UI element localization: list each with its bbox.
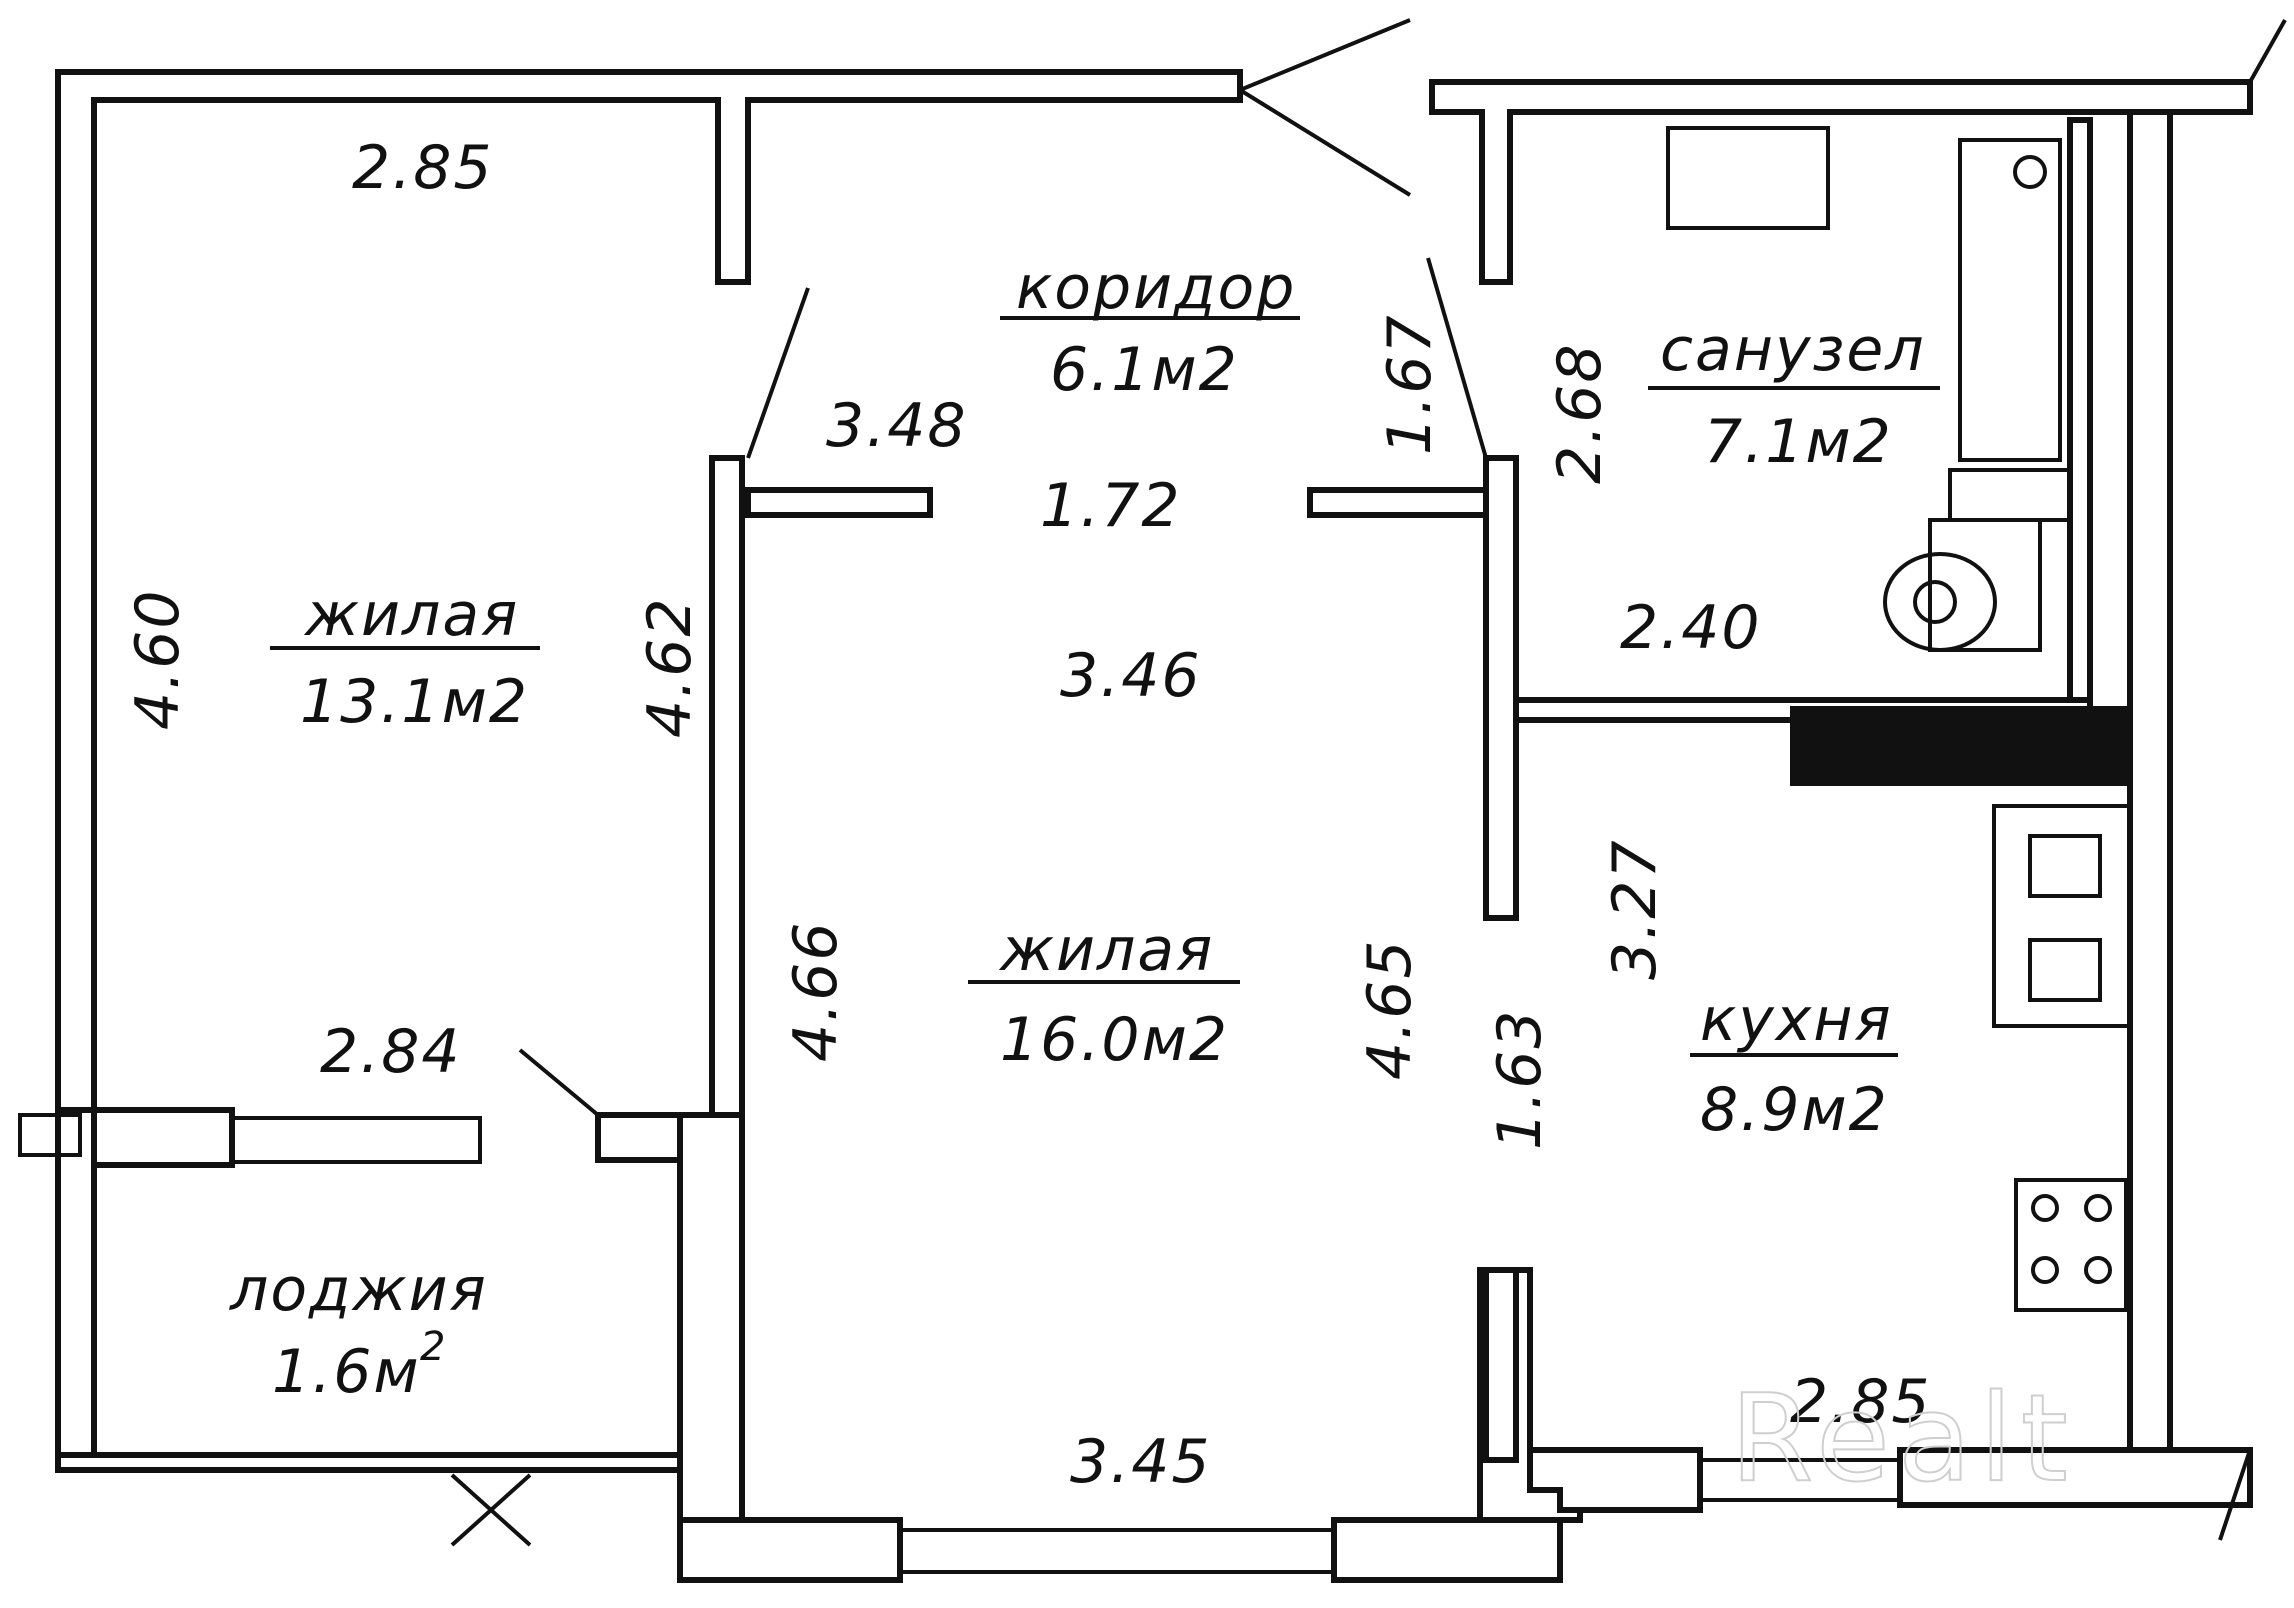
window-room1 [230, 1116, 482, 1164]
wall-partition-1-2 [709, 455, 745, 1163]
kitchen-balcony-line [2218, 1449, 2252, 1541]
wall-room2-bottom-right [1331, 1517, 1563, 1583]
kitchen-name: кухня [1700, 985, 1893, 1055]
loggia-door-swing [518, 1048, 600, 1117]
wall-corridor-stub-left [745, 487, 933, 518]
loggia-area: 1.6м [272, 1337, 421, 1407]
dimension-labels: 2.85 4.60 4.62 2.84 3.48 1.72 1.67 3.46 … [123, 133, 1932, 1497]
shaft [1948, 468, 2072, 522]
dim-room2-right: 4.65 [1355, 938, 1425, 1080]
entry-door-upper [1239, 18, 1411, 92]
dim-kitchen-left: 3.27 [1600, 838, 1670, 980]
loggia-mark [450, 1473, 532, 1547]
burner-icon [2084, 1194, 2112, 1222]
dim-room1-bottom: 2.84 [320, 1017, 462, 1087]
dim-corridor-348: 3.48 [826, 391, 968, 461]
wall-room1-bottom-left [91, 1107, 235, 1168]
dim-corridor-167: 1.67 [1375, 313, 1445, 455]
wall-right [2127, 97, 2173, 1453]
loggia-area-exponent: 2 [420, 1324, 447, 1370]
dim-room2-top: 3.46 [1060, 641, 1202, 711]
burner-icon [2031, 1256, 2059, 1284]
wall-left-lower [55, 1107, 97, 1473]
dim-bath-bottom: 2.40 [1620, 593, 1762, 663]
corridor-name: коридор [1016, 253, 1296, 323]
room1-area: 13.1м2 [300, 667, 529, 737]
burner-icon [2084, 1256, 2112, 1284]
toilet-seat-icon [1913, 580, 1957, 624]
x-mark-stroke [450, 1473, 532, 1547]
balcony-railing-line [2248, 19, 2287, 83]
dim-room1-right: 4.62 [635, 596, 705, 738]
bath-door-swing [1426, 257, 1488, 459]
wall-room2-left-lower [677, 1112, 745, 1543]
walls [55, 69, 2253, 1583]
vent-block [1790, 706, 2130, 786]
entry-door-lower [1238, 88, 1412, 197]
kitchen-fixtures [1790, 706, 2132, 1312]
bathroom-name: санузел [1660, 315, 1926, 385]
wall-corridor-right [1483, 455, 1519, 921]
window-loggia-left [18, 1113, 82, 1157]
stove [2014, 1178, 2128, 1312]
dim-room2-opening: 1.63 [1485, 1008, 1555, 1150]
corridor-area: 6.1м2 [1050, 335, 1239, 405]
windows [18, 1113, 1902, 1574]
dim-room2-left: 4.66 [781, 920, 851, 1062]
dim-bath-left: 2.68 [1545, 342, 1615, 484]
dim-corridor-172: 1.72 [1040, 471, 1182, 541]
wall-loggia-bottom [55, 1452, 683, 1473]
toilet-bowl [1883, 552, 1997, 652]
room2-name: жилая [998, 915, 1214, 985]
wall-bath-right [2067, 117, 2093, 703]
room1-name: жилая [303, 580, 519, 650]
sink-bowl-upper [2028, 834, 2102, 898]
kitchen-area: 8.9м2 [1700, 1075, 1889, 1145]
room-labels: жилая 13.1м2 жилая 16.0м2 коридор 6.1м2 … [229, 253, 1940, 1407]
bathroom-area: 7.1м2 [1704, 407, 1893, 477]
room1-door-swing [746, 287, 810, 459]
room2-area: 16.0м2 [1000, 1005, 1229, 1075]
wall-room2-bottom-left [677, 1517, 903, 1583]
loggia-name: лоджия [229, 1255, 488, 1325]
wall-kitchen-bottom-left [1527, 1447, 1703, 1513]
window-kitchen [1698, 1458, 1902, 1502]
bath-fixtures [1666, 126, 2072, 652]
bathtub-drain-icon [2013, 155, 2047, 189]
window-room2 [898, 1528, 1336, 1574]
dim-room2-bottom: 3.45 [1070, 1427, 1212, 1497]
dim-room1-left: 4.60 [123, 588, 193, 730]
wall-top-right [1429, 79, 2253, 285]
sink-bowl-lower [2028, 938, 2102, 1002]
kitchen-counter [1992, 804, 2132, 1028]
burner-icon [2031, 1194, 2059, 1222]
bathtub [1958, 138, 2062, 462]
washbasin [1666, 126, 1830, 230]
dim-room1-top: 2.85 [352, 133, 494, 203]
door-swings [518, 18, 2287, 1541]
wall-room2-right-upper [1483, 1267, 1519, 1463]
watermark: Realt [1730, 1370, 2076, 1509]
wall-corridor-stub-right [1307, 487, 1489, 518]
dim-kitchen-bottom: 2.85 [1790, 1367, 1932, 1437]
